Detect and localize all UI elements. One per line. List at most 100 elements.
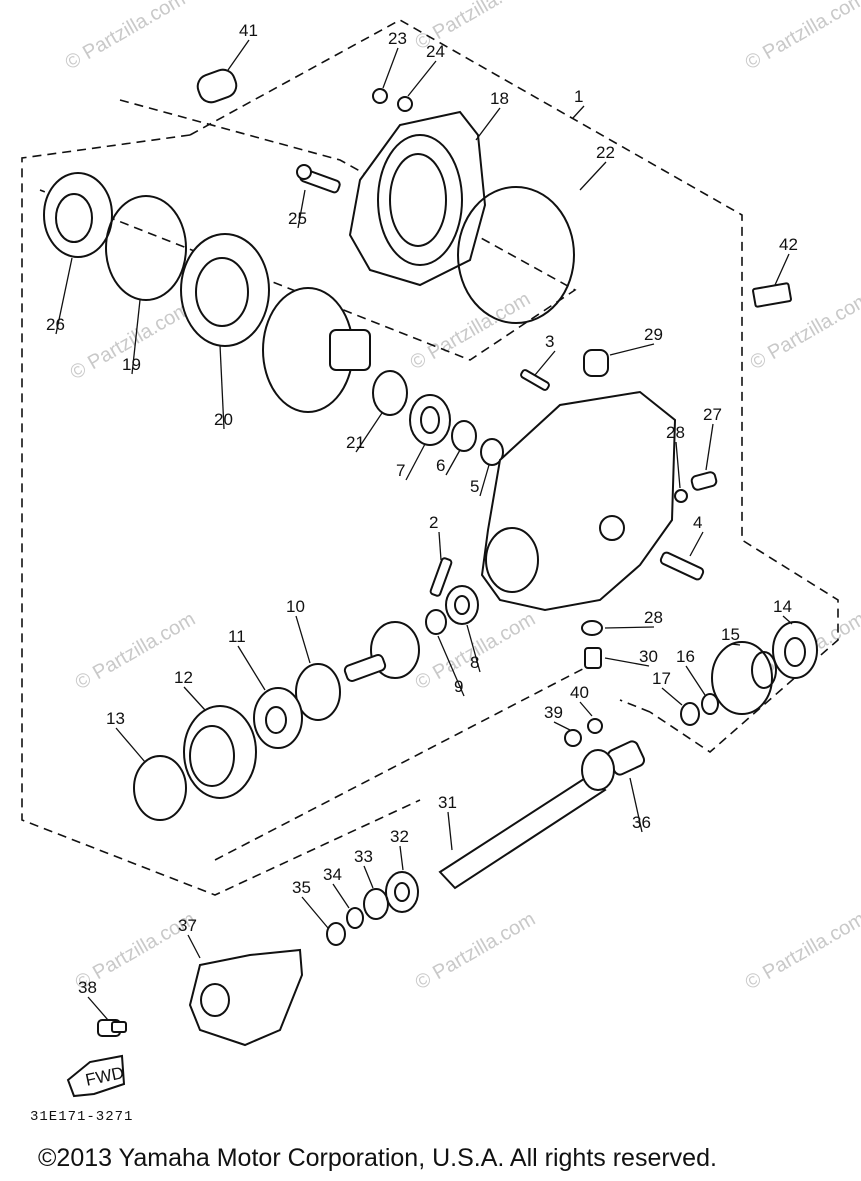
- callout-3: 3: [545, 332, 554, 351]
- fwd-arrow: FWD: [66, 1054, 126, 1098]
- callout-16: 16: [676, 647, 695, 666]
- callout-leader: [475, 107, 501, 141]
- callout-leader: [689, 531, 704, 557]
- part-20-bearing: [180, 233, 270, 347]
- callout-41: 41: [239, 21, 258, 40]
- callout-leader: [363, 865, 374, 889]
- callout-leader: [661, 687, 683, 706]
- callout-8: 8: [470, 653, 479, 672]
- part-25-bolt: [296, 164, 341, 194]
- part-10-o-ring: [295, 663, 341, 721]
- callout-leader: [219, 344, 225, 430]
- callout-6: 6: [436, 456, 445, 475]
- callout-leader: [730, 643, 741, 646]
- callout-12: 12: [174, 668, 193, 687]
- callout-leader: [675, 441, 681, 489]
- part-6-seal: [451, 420, 477, 452]
- copyright-notice: ©2013 Yamaha Motor Corporation, U.S.A. A…: [38, 1144, 717, 1172]
- callout-leader: [183, 686, 206, 711]
- callout-leader: [115, 727, 146, 763]
- callout-leader: [629, 777, 643, 833]
- callout-leader: [782, 615, 793, 625]
- part-38-bolt: [97, 1019, 127, 1037]
- part-21-shim: [372, 370, 408, 416]
- part-24-washer: [397, 96, 413, 112]
- part-27-screw: [690, 471, 718, 491]
- part-22-o-ring: [457, 186, 575, 324]
- part-5-collar: [480, 438, 504, 466]
- part-17-nut: [680, 702, 700, 726]
- callout-leader: [553, 721, 571, 731]
- callout-leader: [399, 845, 404, 871]
- callout-15: 15: [721, 625, 740, 644]
- callout-7: 7: [396, 461, 405, 480]
- callout-29: 29: [644, 325, 663, 344]
- part-29-plug: [583, 349, 609, 377]
- callout-34: 34: [323, 865, 342, 884]
- callout-leader: [438, 531, 442, 561]
- callout-leader: [685, 665, 706, 696]
- callout-leader: [572, 105, 585, 119]
- callout-leader: [437, 635, 465, 697]
- callout-40: 40: [570, 683, 589, 702]
- part-34-washer: [346, 907, 364, 929]
- part-41-pin: [196, 68, 238, 104]
- callout-leader: [301, 896, 329, 929]
- callout-leader: [87, 996, 109, 1021]
- part-19-o-ring: [105, 195, 187, 301]
- callout-21: 21: [346, 433, 365, 452]
- part-31-drive-shaft: [438, 749, 615, 890]
- callout-38: 38: [78, 978, 97, 997]
- part-12-housing: [183, 705, 257, 799]
- callout-leader: [534, 350, 556, 376]
- callout-leader: [579, 701, 593, 717]
- callout-23: 23: [388, 29, 407, 48]
- callout-leader: [297, 189, 306, 229]
- parts: [43, 68, 818, 1047]
- part-32-bearing: [385, 871, 419, 913]
- callout-36: 36: [632, 813, 651, 832]
- callout-leader: [609, 343, 655, 356]
- callout-4: 4: [693, 513, 702, 532]
- callout-26: 26: [46, 315, 65, 334]
- callout-32: 32: [390, 827, 409, 846]
- pinion-gear: [343, 621, 420, 682]
- callout-19: 19: [122, 355, 141, 374]
- part-16-washer: [701, 693, 719, 715]
- callout-leader: [295, 615, 311, 664]
- callout-leader: [774, 253, 790, 286]
- callout-42: 42: [779, 235, 798, 254]
- callout-leader: [382, 47, 399, 89]
- callout-leader: [187, 934, 201, 959]
- callout-leader: [55, 257, 73, 335]
- callout-17: 17: [652, 669, 671, 688]
- part-18-bearing-housing: [348, 110, 487, 287]
- watermark-text: © Partzilla.com: [62, 0, 190, 74]
- callout-13: 13: [106, 709, 125, 728]
- callout-14: 14: [773, 597, 792, 616]
- part-14-seal: [772, 621, 818, 679]
- part-3-dowel: [520, 369, 550, 391]
- callout-2: 2: [429, 513, 438, 532]
- watermark-text: © Partzilla.com: [407, 288, 535, 374]
- assembly-outline: [21, 19, 839, 896]
- callout-leader: [227, 39, 250, 71]
- callout-33: 33: [354, 847, 373, 866]
- callout-leader: [447, 811, 453, 851]
- callout-11: 11: [228, 627, 246, 646]
- callout-22: 22: [596, 143, 615, 162]
- callout-5: 5: [470, 477, 479, 496]
- callout-group: 1234567891011121314151617192021222324252…: [46, 21, 798, 1021]
- callout-18: 18: [490, 89, 509, 108]
- callout-9: 9: [454, 677, 463, 696]
- callout-leader: [705, 423, 714, 471]
- callout-leader: [332, 883, 350, 909]
- gear-case: [480, 390, 677, 612]
- callout-leader: [445, 449, 461, 476]
- callout-leader: [466, 624, 481, 673]
- callout-28: 28: [644, 608, 663, 627]
- part-2-stud: [429, 557, 453, 597]
- callout-35: 35: [292, 878, 311, 897]
- part-26-shim: [43, 172, 113, 258]
- part-33-seal: [363, 888, 389, 920]
